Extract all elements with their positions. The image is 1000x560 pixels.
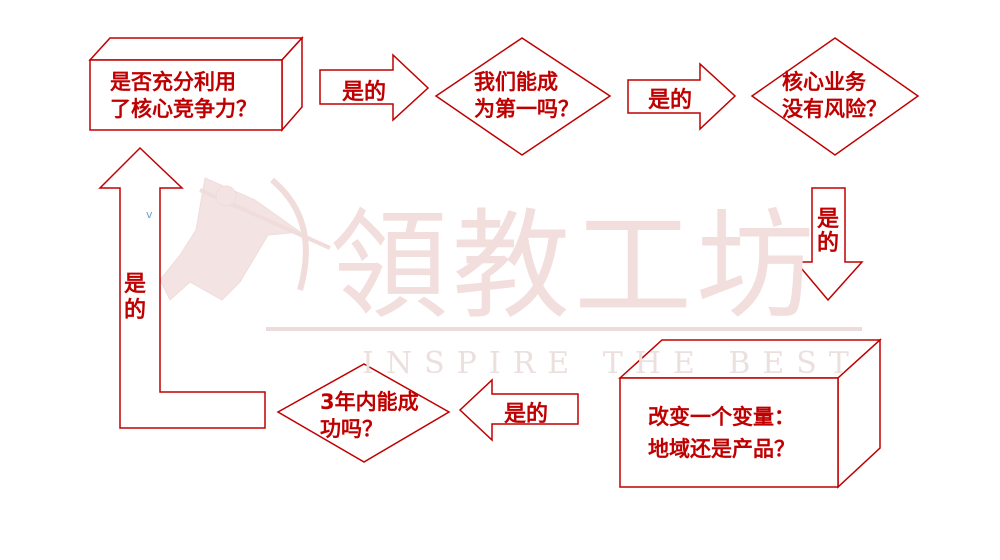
question-5-text: 3年内能成 功吗？ [320, 389, 419, 443]
arrow-yes-5-label: 是 的 [124, 272, 146, 324]
arrow-yes-5-char-2: 的 [124, 298, 147, 323]
watermark-chinese: 領教工坊 [330, 197, 819, 335]
arrow-yes-5-char-1: 是 [124, 272, 147, 297]
arrow-yes-4-label: 是的 [504, 402, 549, 427]
question-3-line-1: 核心业务 [782, 70, 866, 94]
question-4-line-1: 改变一个变量： [648, 405, 795, 429]
question-1-line-1: 是否充分利用 [110, 70, 236, 94]
watermark-english: INSPIRE THE BEST [362, 346, 861, 381]
question-4-text: 改变一个变量： 地域还是产品？ [648, 401, 795, 465]
question-3-line-2: 没有风险？ [782, 97, 887, 121]
arrow-yes-3-char-2: 的 [817, 231, 840, 256]
question-2-line-2: 为第一吗？ [474, 97, 579, 121]
question-diamond-5 [276, 363, 451, 463]
arrow-yes-4 [458, 378, 579, 442]
arrow-yes-3-label: 是 的 [817, 208, 839, 256]
archer-logo-watermark [159, 177, 331, 301]
stray-mark: v [146, 208, 153, 221]
arrow-yes-1-label: 是的 [342, 80, 387, 105]
question-diamond-3 [750, 37, 920, 156]
question-2-text: 我们能成 为第一吗？ [474, 69, 579, 123]
question-5-line-2: 功吗？ [320, 417, 383, 441]
question-3-text: 核心业务 没有风险？ [782, 69, 887, 123]
question-2-line-1: 我们能成 [474, 70, 558, 94]
arrow-yes-5 [98, 146, 266, 429]
question-diamond-2 [434, 37, 612, 156]
question-5-line-1: 3年内能成 [320, 390, 419, 414]
arrow-yes-2-label: 是的 [648, 88, 693, 113]
question-1-line-2: 了核心竞争力？ [110, 97, 257, 121]
arrow-yes-3-char-1: 是 [817, 207, 840, 232]
arrow-yes-3 [794, 187, 864, 302]
arrow-yes-2 [627, 62, 737, 131]
arrow-yes-1 [319, 53, 430, 122]
question-box-1 [88, 36, 304, 133]
question-4-line-2: 地域还是产品？ [648, 437, 795, 461]
question-box-4 [618, 338, 882, 489]
question-1-text: 是否充分利用 了核心竞争力？ [110, 69, 257, 123]
